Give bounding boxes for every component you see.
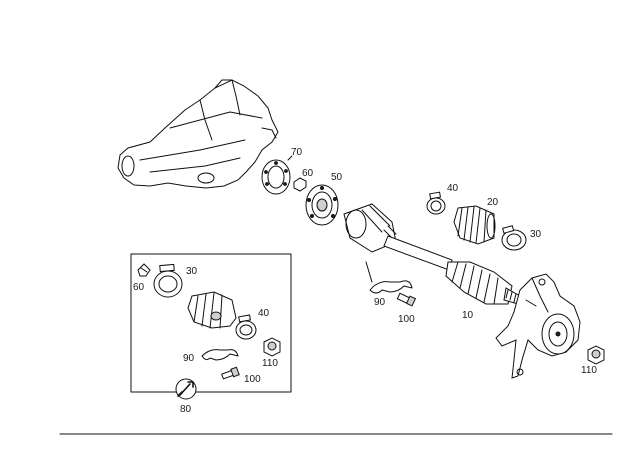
part-100-bolt-main bbox=[396, 292, 417, 307]
callout-40-box: 40 bbox=[258, 308, 270, 319]
callout-60-top: 60 bbox=[302, 168, 314, 179]
part-60-lockplate-box bbox=[137, 263, 151, 277]
part-70-gasket bbox=[261, 159, 291, 195]
part-100-bolt-box bbox=[221, 366, 240, 380]
part-50-flange bbox=[305, 184, 339, 226]
callout-110-box: 110 bbox=[262, 358, 278, 369]
callout-80: 80 bbox=[180, 404, 192, 415]
part-110-nut-box bbox=[263, 337, 281, 357]
callout-70: 70 bbox=[291, 147, 303, 158]
part-20-boot bbox=[453, 205, 496, 245]
callout-60-box: 60 bbox=[133, 282, 145, 293]
differential-housing bbox=[117, 79, 279, 189]
repair-kit-frame bbox=[130, 253, 292, 393]
callout-100-box: 100 bbox=[244, 374, 261, 385]
part-110-nut-right bbox=[587, 345, 605, 365]
callout-20: 20 bbox=[487, 197, 499, 208]
part-90-clip-box bbox=[201, 349, 239, 361]
part-30-clamp-box bbox=[153, 263, 183, 298]
boot-box bbox=[187, 291, 237, 329]
part-40-clamp-top bbox=[426, 191, 446, 215]
part-80-wrench-symbol bbox=[175, 378, 197, 400]
leader-70 bbox=[287, 155, 293, 161]
callout-30-right: 30 bbox=[530, 229, 542, 240]
callout-90-box: 90 bbox=[183, 353, 195, 364]
callout-40-top: 40 bbox=[447, 183, 459, 194]
part-40-clamp-box bbox=[235, 314, 257, 340]
part-90-clip-main bbox=[365, 261, 413, 294]
steering-knuckle bbox=[495, 273, 581, 379]
callout-90-main: 90 bbox=[374, 297, 386, 308]
part-60-lockplate bbox=[293, 177, 307, 192]
callout-100-main: 100 bbox=[398, 314, 415, 325]
callout-10: 10 bbox=[462, 310, 474, 321]
part-10-driveshaft bbox=[343, 203, 521, 305]
callout-30-box: 30 bbox=[186, 266, 198, 277]
callout-50: 50 bbox=[331, 172, 343, 183]
callout-110-right: 110 bbox=[581, 365, 597, 376]
part-30-clamp-right bbox=[501, 225, 527, 251]
